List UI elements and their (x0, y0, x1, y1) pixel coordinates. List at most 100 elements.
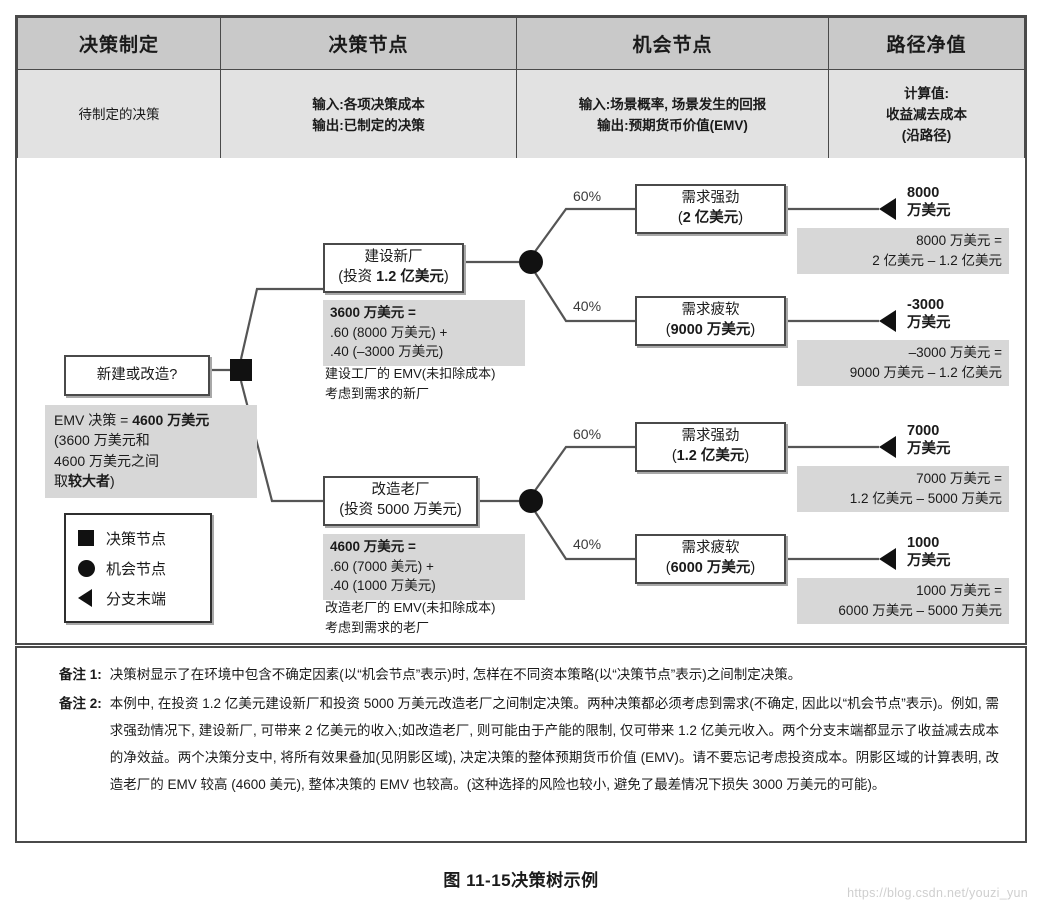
payoff-label: 7000 万美元 (907, 422, 951, 458)
payoff-label: 1000 万美元 (907, 534, 951, 570)
net-value-line: 1.2 亿美元 – 5000 万美元 (849, 490, 1002, 506)
outcome-box-weak-demand-old[interactable]: 需求疲软 (6000 万美元) (635, 534, 786, 584)
table-header-path-net-value: 路径净值 (828, 17, 1025, 70)
branch-box-retrofit-old[interactable]: 改造老厂 (投资 5000 万美元) (323, 476, 478, 526)
emv-summary-line: 取较大者) (54, 472, 115, 489)
outcome-subtitle: (2 亿美元) (677, 210, 744, 226)
calc-note-line: 考虑到需求的新厂 (325, 385, 430, 401)
footnotes-panel: 备注 1: 决策树显示了在环境中包含不确定因素(以“机会节点”表示)时, 怎样在… (15, 646, 1027, 843)
calc-notes-build-new: 建设工厂的 EMV(未扣除成本) 考虑到需求的新厂 (325, 364, 555, 403)
payoff-label: 8000 万美元 (907, 184, 951, 220)
outcome-box-weak-demand-new[interactable]: 需求疲软 (9000 万美元) (635, 296, 786, 346)
payoff-amount: 7000 (907, 423, 940, 439)
payoff-label: -3000 万美元 (907, 296, 951, 332)
chance-circle-node-icon[interactable] (519, 489, 543, 513)
table-header-chance-node: 机会节点 (516, 17, 829, 70)
square-marker-icon (78, 530, 106, 546)
table-cell-line: (沿路径) (901, 127, 952, 143)
calc-note-line: 建设工厂的 EMV(未扣除成本) (325, 366, 496, 381)
net-value-line: –3000 万美元 = (908, 345, 1002, 360)
footnote-text: 本例中, 在投资 1.2 亿美元建设新厂和投资 5000 万美元改造老厂之间制定… (109, 696, 999, 792)
emv-summary-line: EMV 决策 = 4600 万美元 (54, 412, 210, 428)
chance-circle-node-icon[interactable] (519, 250, 543, 274)
outcome-title: 需求疲软 (681, 302, 740, 319)
legend-label: 决策节点 (106, 530, 167, 548)
outcome-title: 需求强劲 (681, 190, 740, 207)
figure-caption: 图 11-15决策树示例 (443, 871, 599, 890)
net-value-line: 7000 万美元 = (916, 471, 1002, 486)
table-body-row: 待制定的决策 输入:各项决策成本 输出:已制定的决策 输入:场景概率, 场景发生… (17, 69, 1025, 162)
decision-square-node-icon[interactable] (230, 359, 252, 381)
probability-label: 40% (573, 536, 602, 552)
watermark-text: https://blog.csdn.net/youzi_yun (847, 886, 1028, 900)
table-cell-decision-node: 输入:各项决策成本 输出:已制定的决策 (220, 69, 517, 162)
payoff-amount: 1000 (907, 535, 940, 551)
decision-tree-panel: 新建或改造? 建设新厂 (投资 1.2 亿美元) 3600 万美元 = .60 … (15, 158, 1027, 645)
emv-summary-box: EMV 决策 = 4600 万美元 (3600 万美元和 4600 万美元之间 … (45, 405, 257, 499)
root-decision-box[interactable]: 新建或改造? (64, 355, 210, 396)
table-header-decision-making: 决策制定 (17, 17, 221, 70)
net-value-shade: 1000 万美元 = 6000 万美元 – 5000 万美元 (797, 578, 1009, 625)
net-value-line: 1000 万美元 = (916, 583, 1002, 598)
probability-label: 60% (573, 188, 602, 204)
payoff-amount: 8000 (907, 185, 940, 201)
footnote-tag: 备注 2: (59, 696, 102, 711)
net-value-shade: 8000 万美元 = 2 亿美元 – 1.2 亿美元 (797, 228, 1009, 275)
footnote-2: 备注 2: 本例中, 在投资 1.2 亿美元建设新厂和投资 5000 万美元改造… (59, 690, 999, 798)
table-header-row: 决策制定 决策节点 机会节点 路径净值 (17, 17, 1025, 70)
calc-head: 3600 万美元 = (330, 305, 416, 320)
table-cell-line: 待制定的决策 (78, 107, 160, 123)
calc-line: .60 (7000 美元) + (330, 558, 434, 574)
calc-note-line: 改造老厂的 EMV(未扣除成本) (325, 600, 496, 615)
payoff-unit: 万美元 (907, 203, 951, 220)
payoff-amount: -3000 (907, 297, 945, 313)
net-value-shade: –3000 万美元 = 9000 万美元 – 1.2 亿美元 (797, 340, 1009, 387)
payoff-unit: 万美元 (907, 315, 951, 332)
calc-head: 4600 万美元 = (330, 539, 416, 554)
net-value-line: 6000 万美元 – 5000 万美元 (838, 602, 1002, 618)
branch-subtitle: (投资 1.2 亿美元) (338, 269, 449, 285)
outcome-title: 需求强劲 (681, 428, 740, 445)
legend-label: 机会节点 (106, 560, 167, 578)
branch-title: 建设新厂 (364, 249, 423, 266)
outcome-subtitle: (1.2 亿美元) (671, 448, 750, 464)
payoff-unit: 万美元 (907, 553, 951, 570)
legend-table: 决策制定 决策节点 机会节点 路径净值 待制定的决策 输入:各项决策成本 输出:… (15, 15, 1027, 164)
table-cell-path-net-value: 计算值: 收益减去成本 (沿路径) (828, 69, 1025, 162)
table-header-decision-node: 决策节点 (220, 17, 517, 70)
calc-line: .40 (1000 万美元) (330, 578, 436, 594)
net-value-line: 2 亿美元 – 1.2 亿美元 (872, 252, 1002, 268)
emv-summary-line: (3600 万美元和 (54, 432, 150, 449)
terminal-triangle-icon (879, 310, 896, 332)
calc-line: .60 (8000 万美元) + (330, 324, 448, 340)
circle-marker-icon (78, 559, 106, 577)
branch-box-build-new[interactable]: 建设新厂 (投资 1.2 亿美元) (323, 243, 464, 293)
table-cell-line: 输出:已制定的决策 (312, 117, 425, 133)
legend-item-chance-node: 机会节点 (78, 553, 198, 583)
table-cell-decision-making: 待制定的决策 (17, 69, 221, 162)
branch-title: 改造老厂 (371, 482, 430, 499)
table-cell-line: 收益减去成本 (886, 107, 967, 123)
outcome-box-strong-demand-old[interactable]: 需求强劲 (1.2 亿美元) (635, 422, 786, 472)
payoff-unit: 万美元 (907, 441, 951, 458)
footnote-tag: 备注 1: (59, 667, 102, 682)
legend-item-decision-node: 决策节点 (78, 523, 198, 553)
legend-item-branch-end: 分支末端 (78, 583, 198, 613)
calc-line: .40 (–3000 万美元) (330, 344, 444, 360)
table-cell-line: 计算值: (904, 86, 949, 102)
terminal-triangle-icon (879, 198, 896, 220)
outcome-subtitle: (9000 万美元) (665, 322, 756, 338)
calc-shade-retrofit-old: 4600 万美元 = .60 (7000 美元) + .40 (1000 万美元… (323, 534, 525, 600)
calc-notes-retrofit-old: 改造老厂的 EMV(未扣除成本) 考虑到需求的老厂 (325, 598, 555, 637)
emv-summary-line: 4600 万美元之间 (54, 452, 160, 469)
root-decision-label: 新建或改造? (96, 366, 178, 383)
terminal-triangle-icon (879, 548, 896, 570)
table-cell-line: 输出:预期货币价值(EMV) (597, 117, 748, 133)
outcome-box-strong-demand-new[interactable]: 需求强劲 (2 亿美元) (635, 184, 786, 234)
table-cell-line: 输入:场景概率, 场景发生的回报 (578, 96, 767, 112)
calc-note-line: 考虑到需求的老厂 (325, 619, 430, 635)
table-cell-line: 输入:各项决策成本 (312, 96, 425, 112)
probability-label: 40% (573, 298, 602, 314)
table-cell-chance-node: 输入:场景概率, 场景发生的回报 输出:预期货币价值(EMV) (516, 69, 829, 162)
